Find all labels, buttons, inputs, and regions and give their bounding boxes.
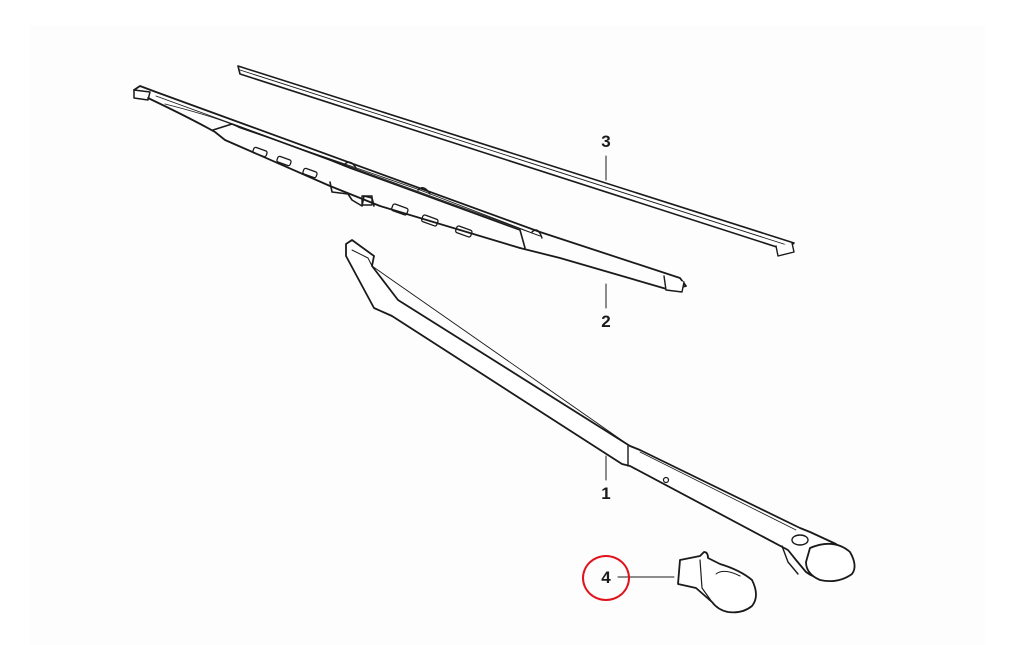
highlight-ring	[582, 555, 630, 601]
part-2-blade[interactable]	[133, 85, 687, 293]
part-1-arm[interactable]	[345, 239, 856, 583]
part-3-refill[interactable]	[237, 65, 795, 257]
part-4-cap[interactable]	[677, 551, 757, 614]
callout-1[interactable]: 1	[601, 484, 611, 503]
callout-3[interactable]: 3	[601, 132, 611, 151]
callout-2[interactable]: 2	[601, 312, 611, 331]
callout-4[interactable]: 4	[601, 568, 611, 587]
leader-lines	[605, 155, 675, 578]
